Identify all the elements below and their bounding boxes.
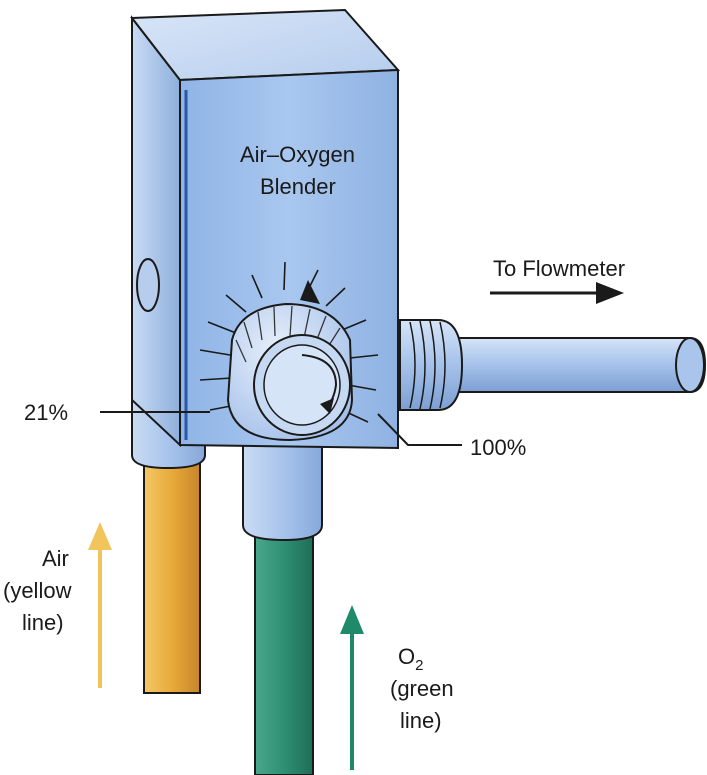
oxygen-arrow <box>340 605 364 770</box>
side-port <box>136 258 160 312</box>
oxygen-symbol: O <box>398 644 415 669</box>
air-label-line-3: line) <box>22 610 64 635</box>
air-label-line-2: (yellow <box>3 578 72 603</box>
oxygen-label-line-2: (green <box>390 676 454 701</box>
outlet-arrow <box>490 282 624 304</box>
dial-max-label: 100% <box>470 435 526 460</box>
outlet-pipe <box>399 319 707 411</box>
air-label-line-1: Air <box>42 546 69 571</box>
dial-pointer <box>300 280 320 304</box>
dial-scale <box>199 261 379 423</box>
title-line-2: Blender <box>260 174 336 199</box>
oxygen-hose <box>254 524 314 775</box>
oxygen-subscript: 2 <box>415 657 423 674</box>
air-arrow <box>88 522 112 688</box>
oxygen-label-main: O2 <box>398 644 423 674</box>
leader-100 <box>377 413 462 446</box>
outlet-label: To Flowmeter <box>493 256 625 281</box>
concentration-knob[interactable] <box>226 302 354 442</box>
air-hose <box>143 454 201 694</box>
oxygen-label-line-3: line) <box>400 708 442 733</box>
title-line-1: Air–Oxygen <box>240 142 355 167</box>
oxygen-inlet-fitting <box>242 439 323 542</box>
dial-min-label: 21% <box>24 400 68 425</box>
